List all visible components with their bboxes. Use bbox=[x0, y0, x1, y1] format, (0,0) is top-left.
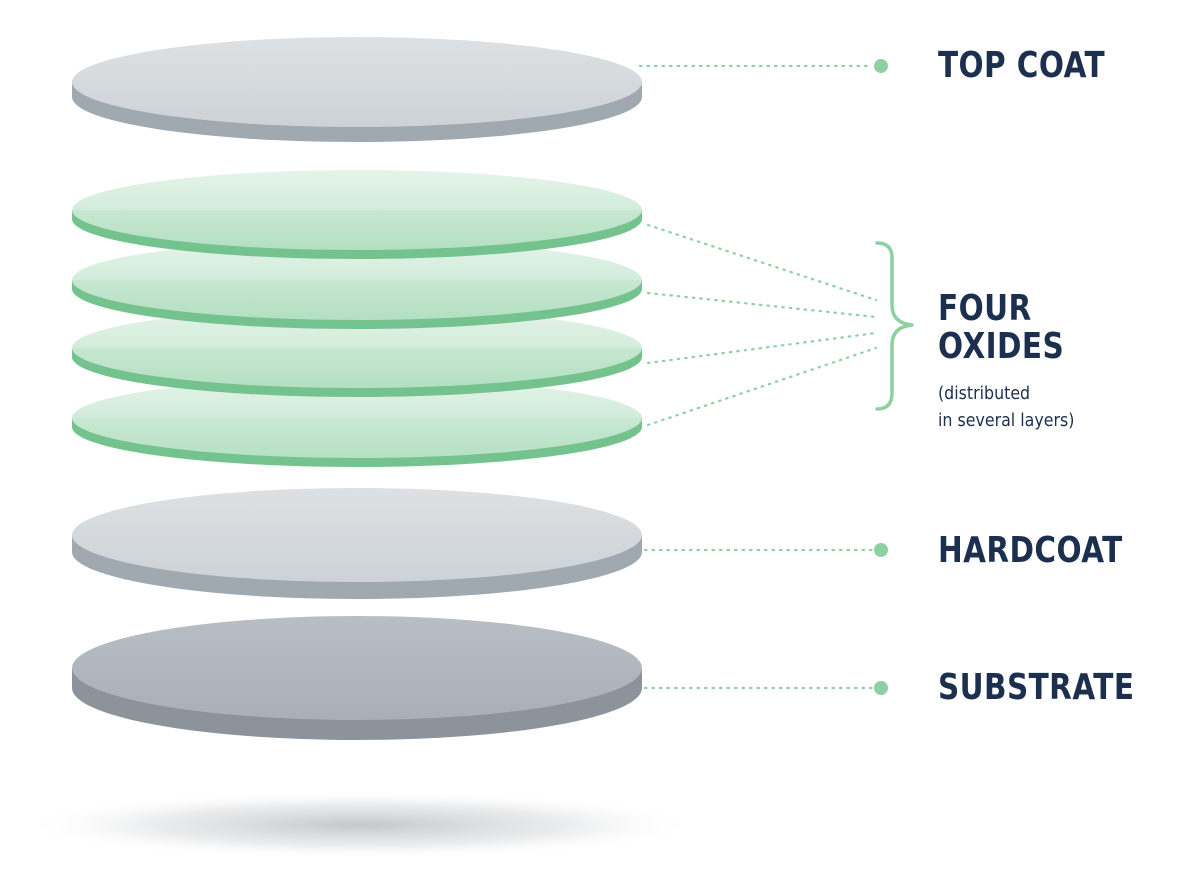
oxides-label-line1: FOUR bbox=[938, 288, 1032, 329]
hardcoat-dot bbox=[874, 543, 888, 557]
oxide-leader-3 bbox=[646, 331, 878, 365]
oxides-brace bbox=[875, 241, 914, 411]
oxide-leader-4 bbox=[646, 346, 878, 427]
substrate-dot bbox=[874, 681, 888, 695]
oxides-note-line1: (distributed bbox=[938, 383, 1031, 404]
substrate-disc bbox=[72, 616, 642, 740]
hardcoat-label: HARDCOAT bbox=[938, 530, 1123, 571]
hardcoat-disc bbox=[72, 488, 642, 599]
top-coat-disc bbox=[72, 37, 642, 142]
oxide-disc-1 bbox=[72, 170, 642, 259]
top-coat-dot bbox=[874, 59, 888, 73]
ground-shadow bbox=[20, 791, 700, 859]
oxides-note-line2: in several layers) bbox=[938, 410, 1075, 431]
oxide-leader-2 bbox=[646, 291, 878, 319]
oxide-disc-2 bbox=[72, 240, 642, 329]
oxide-disc-4 bbox=[72, 378, 642, 467]
oxide-disc-3 bbox=[72, 308, 642, 397]
top-coat-label: TOP COAT bbox=[938, 45, 1106, 86]
substrate-label: SUBSTRATE bbox=[938, 667, 1135, 708]
oxide-leader-1 bbox=[646, 223, 878, 302]
oxides-label-line2: OXIDES bbox=[938, 326, 1065, 367]
